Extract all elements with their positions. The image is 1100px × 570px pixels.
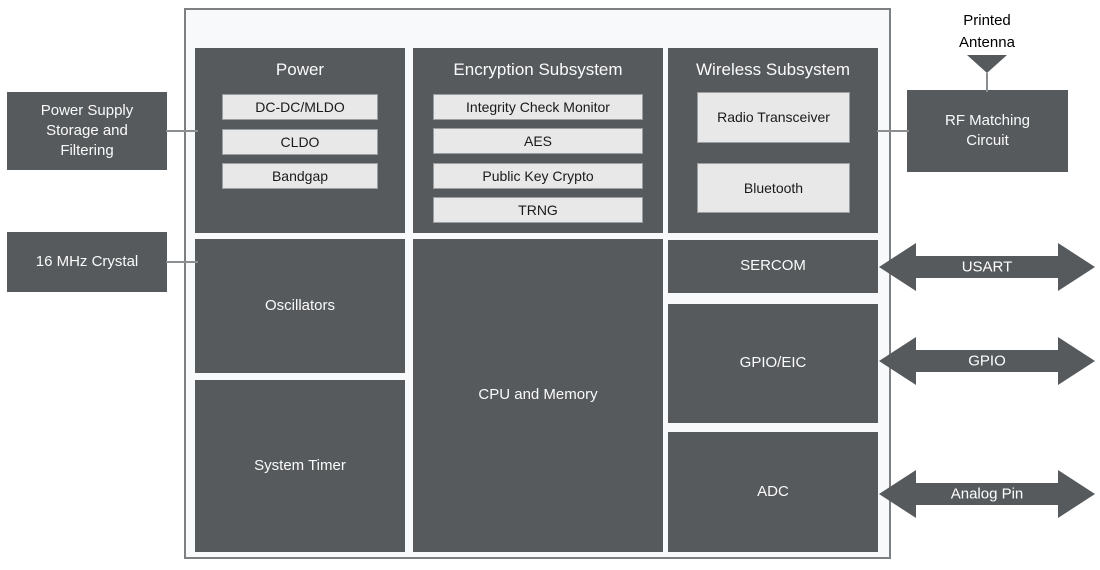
usart-arrow: USART [879, 243, 1095, 291]
aes-sub-block: AES [433, 128, 643, 154]
crystal-block: 16 MHz Crystal [7, 232, 167, 292]
system-timer-block: System Timer [195, 380, 405, 552]
trng-label: TRNG [518, 201, 558, 218]
encryption-title: Encryption Subsystem [453, 60, 623, 79]
trng-sub-block: TRNG [433, 197, 643, 223]
antenna-icon [967, 55, 1007, 92]
power-supply-connector-line [166, 130, 198, 132]
gpio-arrow-label: GPIO [968, 353, 1006, 370]
system-timer-label: System Timer [254, 456, 346, 474]
encryption-subsystem-block: Encryption Subsystem Integrity Check Mon… [413, 48, 663, 233]
crystal-connector-line [166, 261, 198, 263]
dcdc-mldo-label: DC-DC/MLDO [255, 98, 345, 115]
crystal-label: 16 MHz Crystal [35, 252, 139, 270]
bluetooth-sub-block: Bluetooth [697, 163, 850, 213]
rf-connector-line [877, 130, 909, 132]
rf-matching-circuit-label: RF Matching Circuit [944, 111, 1031, 149]
gpio-eic-label: GPIO/EIC [739, 354, 807, 372]
rf-matching-circuit-block: RF Matching Circuit [907, 90, 1068, 172]
wireless-subsystem-block: Wireless Subsystem Radio Transceiver Blu… [668, 48, 878, 233]
sercom-block: SERCOM [668, 240, 878, 293]
analog-pin-arrow: Analog Pin [879, 470, 1095, 518]
oscillators-label: Oscillators [264, 296, 335, 314]
printed-antenna-label: Printed Antenna [959, 12, 1015, 51]
integrity-check-monitor-label: Integrity Check Monitor [466, 98, 610, 115]
power-supply-block: Power Supply Storage and Filtering [7, 92, 167, 170]
public-key-crypto-sub-block: Public Key Crypto [433, 163, 643, 189]
power-title: Power [275, 60, 325, 79]
radio-transceiver-label: Radio Transceiver [717, 109, 830, 126]
cpu-memory-block: CPU and Memory [413, 239, 663, 552]
usart-arrow-label: USART [962, 259, 1013, 276]
cldo-sub-block: CLDO [222, 129, 378, 155]
bluetooth-label: Bluetooth [743, 179, 804, 196]
power-block: Power DC-DC/MLDO CLDO Bandgap [195, 48, 405, 233]
adc-block: ADC [668, 432, 878, 552]
aes-label: AES [523, 132, 552, 149]
gpio-eic-block: GPIO/EIC [668, 304, 878, 423]
cldo-label: CLDO [280, 133, 320, 150]
bandgap-sub-block: Bandgap [222, 163, 378, 189]
oscillators-block: Oscillators [195, 239, 405, 373]
radio-transceiver-sub-block: Radio Transceiver [697, 92, 850, 143]
wireless-title: Wireless Subsystem [696, 60, 850, 79]
cpu-memory-label: CPU and Memory [478, 386, 598, 404]
adc-label: ADC [757, 482, 789, 500]
dcdc-mldo-sub-block: DC-DC/MLDO [222, 94, 378, 120]
public-key-crypto-label: Public Key Crypto [482, 167, 594, 184]
integrity-check-monitor-sub-block: Integrity Check Monitor [433, 94, 643, 120]
analog-pin-arrow-label: Analog Pin [951, 486, 1024, 503]
sercom-label: SERCOM [740, 257, 806, 275]
power-supply-label: Power Supply Storage and Filtering [40, 101, 134, 160]
gpio-arrow: GPIO [879, 337, 1095, 385]
bandgap-label: Bandgap [271, 167, 329, 184]
